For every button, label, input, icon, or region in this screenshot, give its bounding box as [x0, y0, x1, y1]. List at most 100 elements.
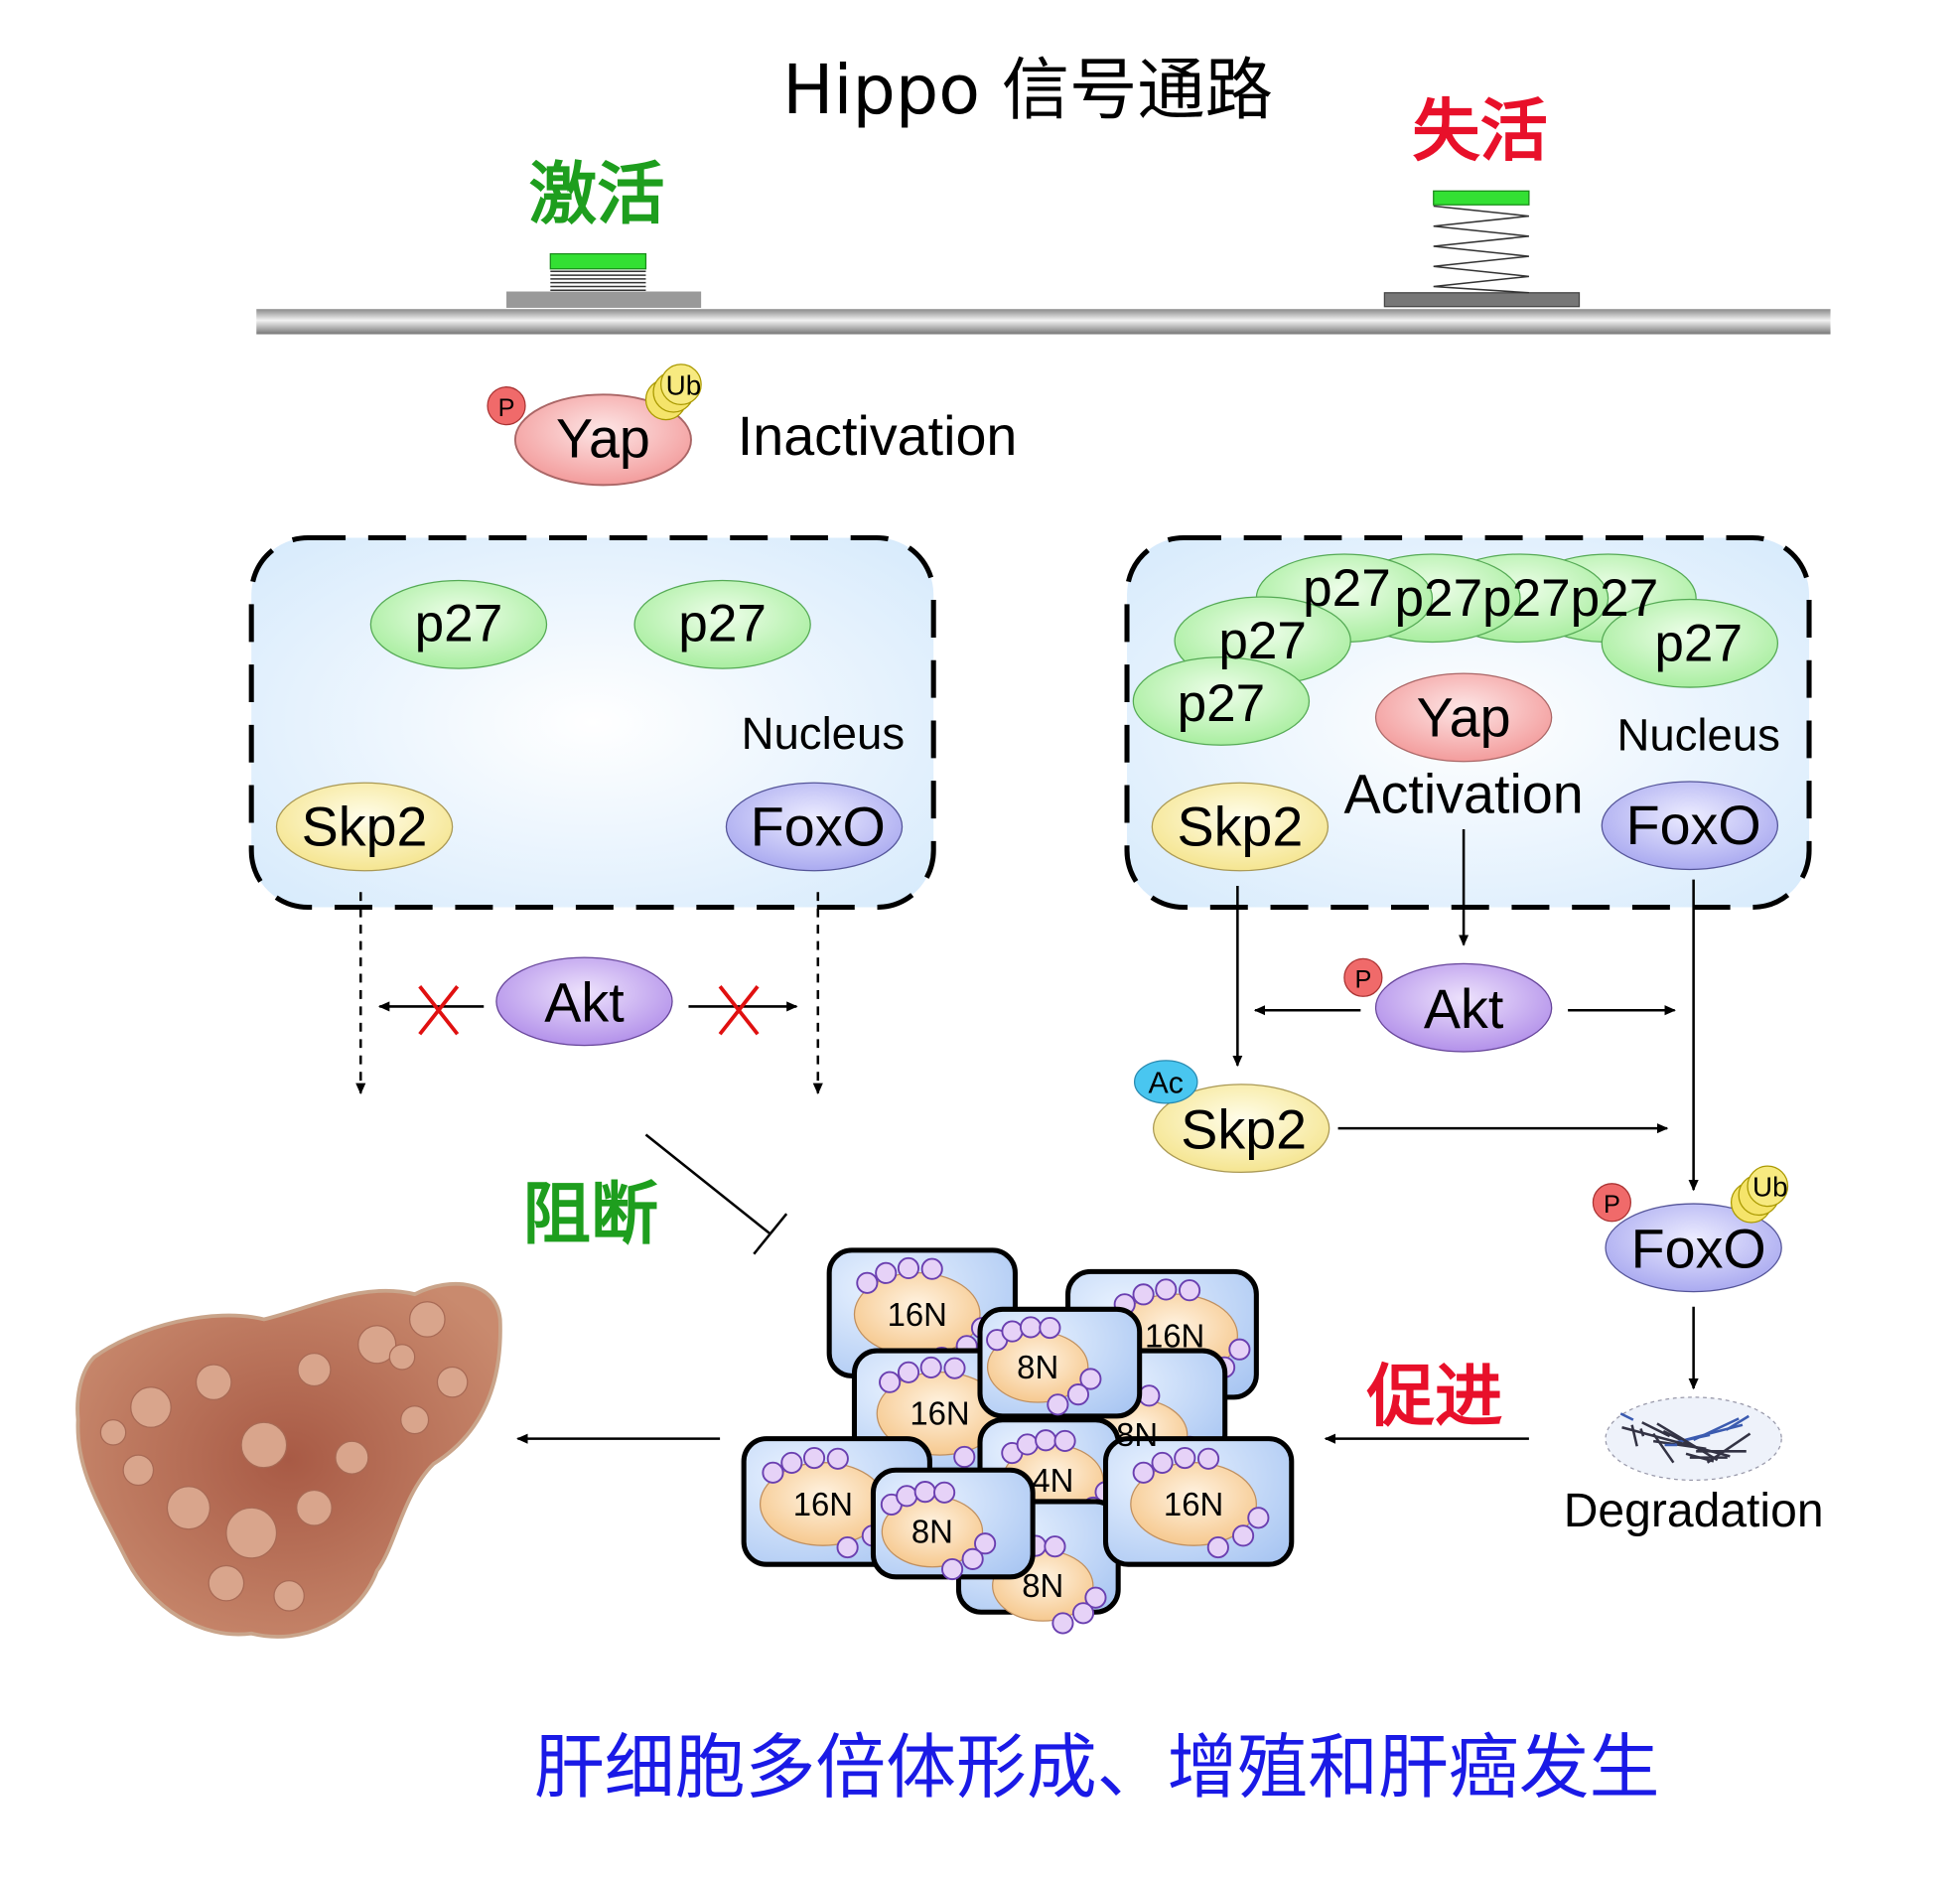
skp2-label: Skp2	[302, 796, 428, 857]
phospho-dot-icon	[875, 1261, 898, 1284]
phospho-dot-icon	[896, 1485, 918, 1508]
p27-protein	[369, 579, 548, 669]
phospho-dot-icon	[826, 1447, 849, 1470]
ubiquitin-label: Ub	[1752, 1171, 1788, 1202]
phosphate-icon	[1343, 957, 1383, 997]
tumor-nodule	[99, 1419, 127, 1446]
receptor-activated-icon	[506, 252, 702, 308]
tumor-nodule	[400, 1405, 430, 1435]
skp2-protein	[1151, 782, 1330, 872]
tumor-nodule	[130, 1386, 172, 1428]
phospho-dot-icon	[1138, 1384, 1161, 1407]
phosphate-label: P	[498, 394, 515, 422]
phospho-dot-icon	[1132, 1283, 1155, 1306]
tumor-nodule	[436, 1366, 469, 1398]
tumor-nodule	[297, 1352, 332, 1387]
ploidy-label: 16N	[793, 1486, 853, 1522]
phospho-dot-icon	[943, 1357, 966, 1379]
phospho-dot-icon	[1196, 1447, 1220, 1470]
p27-protein	[1132, 656, 1311, 746]
phospho-dot-icon	[1206, 1536, 1229, 1559]
fragment-mark	[1621, 1426, 1731, 1458]
block-label: 阻断	[522, 1176, 658, 1254]
ubiquitin-icon	[644, 363, 702, 421]
phospho-dot-icon	[1178, 1279, 1201, 1302]
nucleus-label: Nucleus	[742, 708, 906, 759]
phospho-dot-icon	[1155, 1278, 1178, 1301]
degradation-label: Degradation	[1564, 1484, 1824, 1537]
ploidy-label: 8N	[911, 1514, 953, 1550]
fragment-mark	[1725, 1414, 1750, 1431]
tumor-nodule	[335, 1440, 369, 1475]
p27-label: p27	[678, 594, 767, 652]
phospho-dot-icon	[961, 1547, 984, 1570]
tumor-nodule	[388, 1344, 416, 1371]
p27-label: p27	[1178, 674, 1266, 733]
tumor-nodule	[240, 1421, 288, 1469]
phospho-dot-icon	[1084, 1586, 1107, 1609]
fragment-mark	[1652, 1432, 1675, 1464]
phospho-dot-icon	[1035, 1429, 1057, 1452]
ubiquitin-label: Ub	[666, 369, 702, 400]
foxo-label: FoxO	[1626, 795, 1761, 856]
fragment-mark	[1639, 1428, 1645, 1437]
phospho-dot-icon	[1053, 1429, 1076, 1452]
yap-protein-active	[1374, 672, 1553, 763]
fragment-mark	[1619, 1412, 1634, 1421]
phospho-dot-icon	[1051, 1612, 1074, 1635]
phospho-dot-icon	[802, 1446, 826, 1470]
phospho-dot-icon	[1001, 1320, 1024, 1343]
yap-protein-inactive	[513, 393, 692, 487]
phospho-dot-icon	[1044, 1535, 1066, 1558]
promote-label: 促进	[1366, 1359, 1503, 1437]
phosphate-icon	[487, 386, 526, 426]
akt-protein	[495, 956, 673, 1047]
foxo-protein	[1601, 781, 1779, 871]
akt-label: Akt	[1424, 978, 1504, 1040]
phospho-dot-icon	[1228, 1338, 1251, 1361]
tumor-nodule	[408, 1301, 446, 1338]
yap-label: Yap	[1417, 686, 1511, 748]
activated-label: 激活	[529, 156, 665, 234]
tumor-nodule	[208, 1564, 245, 1602]
polyploid-hepatocyte-cluster	[741, 1247, 1295, 1635]
fragment-mark	[1693, 1417, 1740, 1442]
nucleus-label: Nucleus	[1616, 709, 1780, 760]
ploidy-label: 8N	[1017, 1349, 1058, 1385]
skp2-label: Skp2	[1177, 796, 1303, 857]
p27-protein	[1601, 598, 1779, 688]
skp2-protein-acetylated	[1152, 1084, 1330, 1174]
tumor-nodule	[166, 1486, 211, 1530]
inactivation-label: Inactivation	[738, 405, 1018, 467]
bottom-caption: 肝细胞多倍体形成、增殖和肝癌发生	[534, 1726, 1660, 1809]
phospho-dot-icon	[1232, 1524, 1255, 1547]
activation-label: Activation	[1343, 764, 1583, 825]
ubiquitin-icon	[1730, 1165, 1789, 1224]
acetyl-icon	[1133, 1060, 1198, 1104]
phospho-dot-icon	[762, 1461, 784, 1484]
block-x-icon	[718, 985, 760, 1036]
ploidy-label: 8N	[1022, 1567, 1063, 1604]
fragment-mark	[1656, 1422, 1719, 1462]
foxo-label: FoxO	[1631, 1219, 1766, 1280]
phospho-dot-icon	[933, 1481, 956, 1504]
p27-label: p27	[1303, 559, 1391, 618]
phospho-dot-icon	[1132, 1461, 1155, 1484]
hepatocyte-cell	[1102, 1436, 1295, 1567]
tumor-nodule	[273, 1579, 305, 1612]
foxo-label: FoxO	[751, 796, 886, 857]
phospho-dot-icon	[780, 1451, 803, 1474]
p27-label: p27	[415, 594, 503, 652]
fragment-mark	[1630, 1424, 1638, 1447]
phospho-dot-icon	[1151, 1451, 1174, 1474]
ploidy-label: 16N	[888, 1296, 947, 1333]
phosphate-label: P	[1604, 1191, 1620, 1219]
page-title: Hippo 信号通路	[782, 52, 1273, 130]
phospho-dot-icon	[1047, 1393, 1069, 1416]
hepatocyte-cell	[977, 1306, 1143, 1419]
phospho-dot-icon	[953, 1445, 976, 1469]
ploidy-label: 16N	[1145, 1317, 1204, 1354]
phospho-dot-icon	[974, 1532, 997, 1555]
tumor-nodule	[225, 1507, 278, 1559]
